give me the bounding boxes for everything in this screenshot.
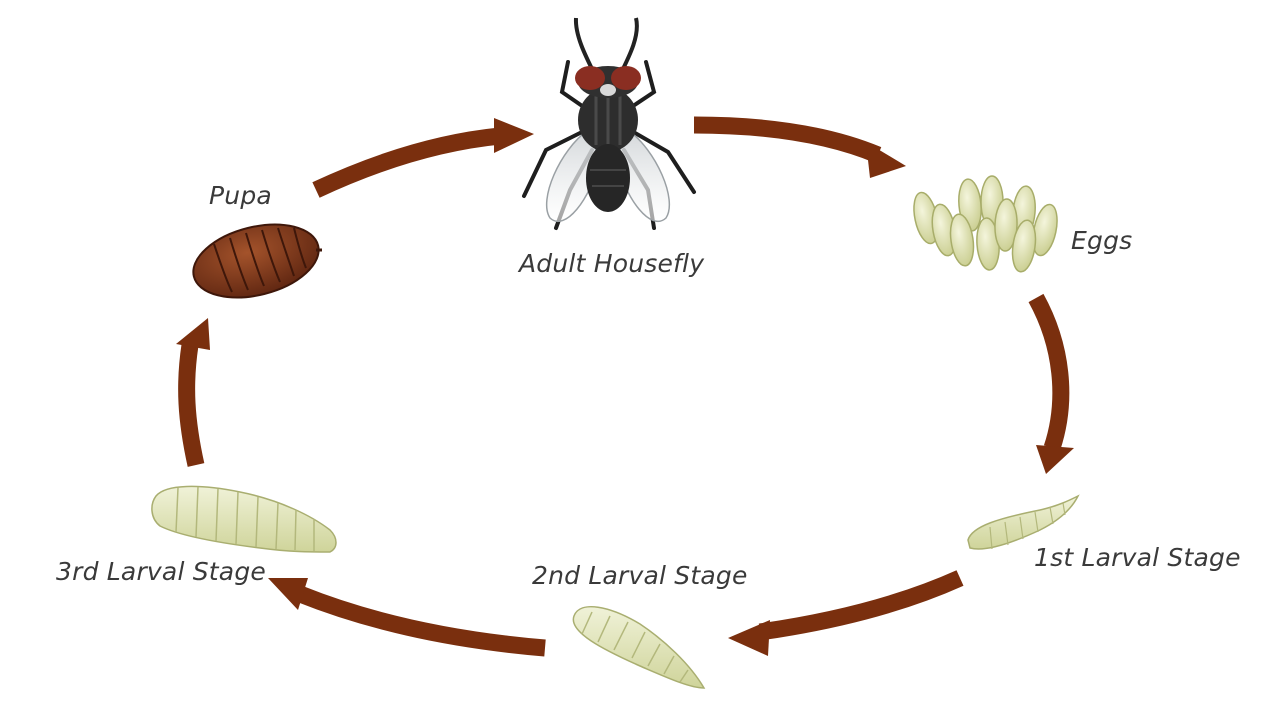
pupa-illustration (186, 213, 327, 310)
arrowhead-third (268, 578, 308, 610)
arrowhead-second (728, 620, 770, 656)
third-larva-illustration (152, 486, 336, 552)
arrowhead-adult (494, 118, 534, 153)
arrow-adult-to-eggs (694, 125, 878, 155)
arrow-third-to-pupa (187, 345, 196, 465)
label-second-larval-stage: 2nd Larval Stage (532, 561, 748, 590)
housefly-illustration (524, 18, 694, 228)
arrow-second-to-third (300, 594, 545, 648)
label-third-larval-stage: 3rd Larval Stage (56, 557, 266, 586)
label-first-larval-stage: 1st Larval Stage (1034, 543, 1241, 572)
arrow-pupa-to-adult (316, 136, 500, 190)
arrowhead-first (1036, 445, 1074, 474)
first-larva-illustration (968, 496, 1078, 549)
arrow-eggs-to-first (1036, 298, 1061, 448)
eggs-cluster (910, 176, 1061, 273)
arrowhead-eggs (866, 142, 906, 178)
label-adult-housefly: Adult Housefly (519, 249, 704, 278)
arrowhead-pupa (176, 318, 210, 350)
second-larva-illustration (573, 607, 704, 688)
label-eggs: Eggs (1071, 226, 1132, 255)
label-pupa: Pupa (209, 181, 272, 210)
arrow-first-to-second (760, 578, 960, 632)
